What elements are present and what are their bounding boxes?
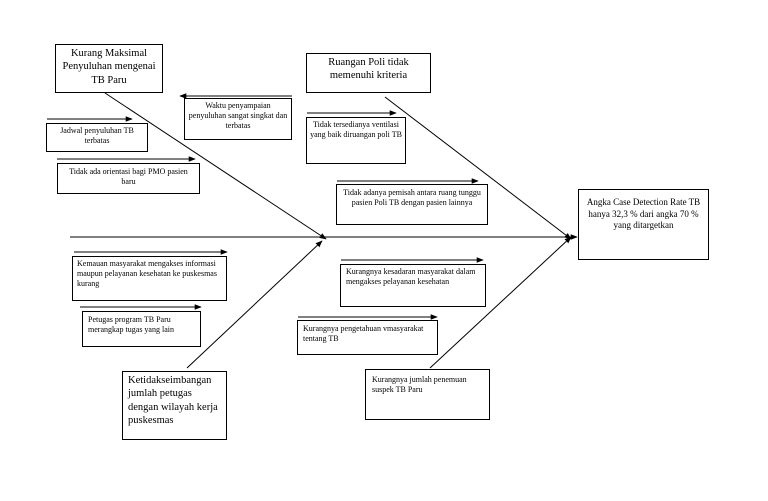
cause-kemauan-box: Kemauan masyarakat mengakses informasi m…: [72, 256, 227, 301]
category-penyuluhan-box: Kurang Maksimal Penyuluhan mengenai TB P…: [55, 44, 163, 93]
cause-jadwal-box: Jadwal penyuluhan TB terbatas: [46, 123, 148, 152]
bone-penemuan: [429, 236, 572, 369]
cause-ventilasi-box: Tidak tersedianya ventilasi yang baik di…: [306, 117, 406, 164]
cause-kesadaran-text: Kurangnya kesadaran masyarakat dalam men…: [346, 267, 476, 287]
cause-orientasi-text: Tidak ada orientasi bagi PMO pasien baru: [69, 167, 188, 187]
cause-pengetahuan-text: Kurangnya pengetahuan vmasyarakat tentan…: [303, 324, 424, 344]
effect-box: Angka Case Detection Rate TB hanya 32,3 …: [578, 189, 709, 260]
category-penemuan-box: Kurangnya jumlah penemuan suspek TB Paru: [365, 369, 490, 420]
cause-waktu-text: Waktu penyampaian penyuluhan sangat sing…: [188, 101, 288, 131]
effect-text: Angka Case Detection Rate TB hanya 32,3 …: [586, 197, 701, 231]
bone-ruangan: [384, 96, 572, 240]
category-petugas-box: Ketidakseimbangan jumlah petugas dengan …: [122, 371, 227, 440]
category-ruangan-text: Ruangan Poli tidak memenuhi kriteria: [328, 57, 409, 82]
category-penyuluhan-text: Kurang Maksimal Penyuluhan mengenai TB P…: [62, 48, 156, 86]
category-ruangan-box: Ruangan Poli tidak memenuhi kriteria: [306, 53, 431, 93]
cause-rangkap-box: Petugas program TB Paru merangkap tugas …: [82, 311, 201, 347]
cause-pemisah-box: Tidak adanya pemisah antara ruang tunggu…: [336, 184, 488, 225]
cause-ventilasi-text: Tidak tersedianya ventilasi yang baik di…: [310, 120, 402, 140]
bone-petugas: [186, 240, 323, 369]
cause-jadwal-text: Jadwal penyuluhan TB terbatas: [60, 126, 134, 146]
cause-kesadaran-box: Kurangnya kesadaran masyarakat dalam men…: [340, 264, 486, 307]
cause-pemisah-text: Tidak adanya pemisah antara ruang tunggu…: [343, 188, 481, 208]
cause-rangkap-text: Petugas program TB Paru merangkap tugas …: [88, 315, 174, 335]
category-petugas-text: Ketidakseimbangan jumlah petugas dengan …: [128, 375, 218, 427]
cause-waktu-box: Waktu penyampaian penyuluhan sangat sing…: [184, 98, 292, 140]
cause-pengetahuan-box: Kurangnya pengetahuan vmasyarakat tentan…: [297, 320, 438, 355]
cause-kemauan-text: Kemauan masyarakat mengakses informasi m…: [77, 259, 217, 289]
bone-penyuluhan: [104, 92, 327, 240]
cause-orientasi-box: Tidak ada orientasi bagi PMO pasien baru: [57, 163, 200, 194]
category-penemuan-text: Kurangnya jumlah penemuan suspek TB Paru: [372, 375, 467, 395]
